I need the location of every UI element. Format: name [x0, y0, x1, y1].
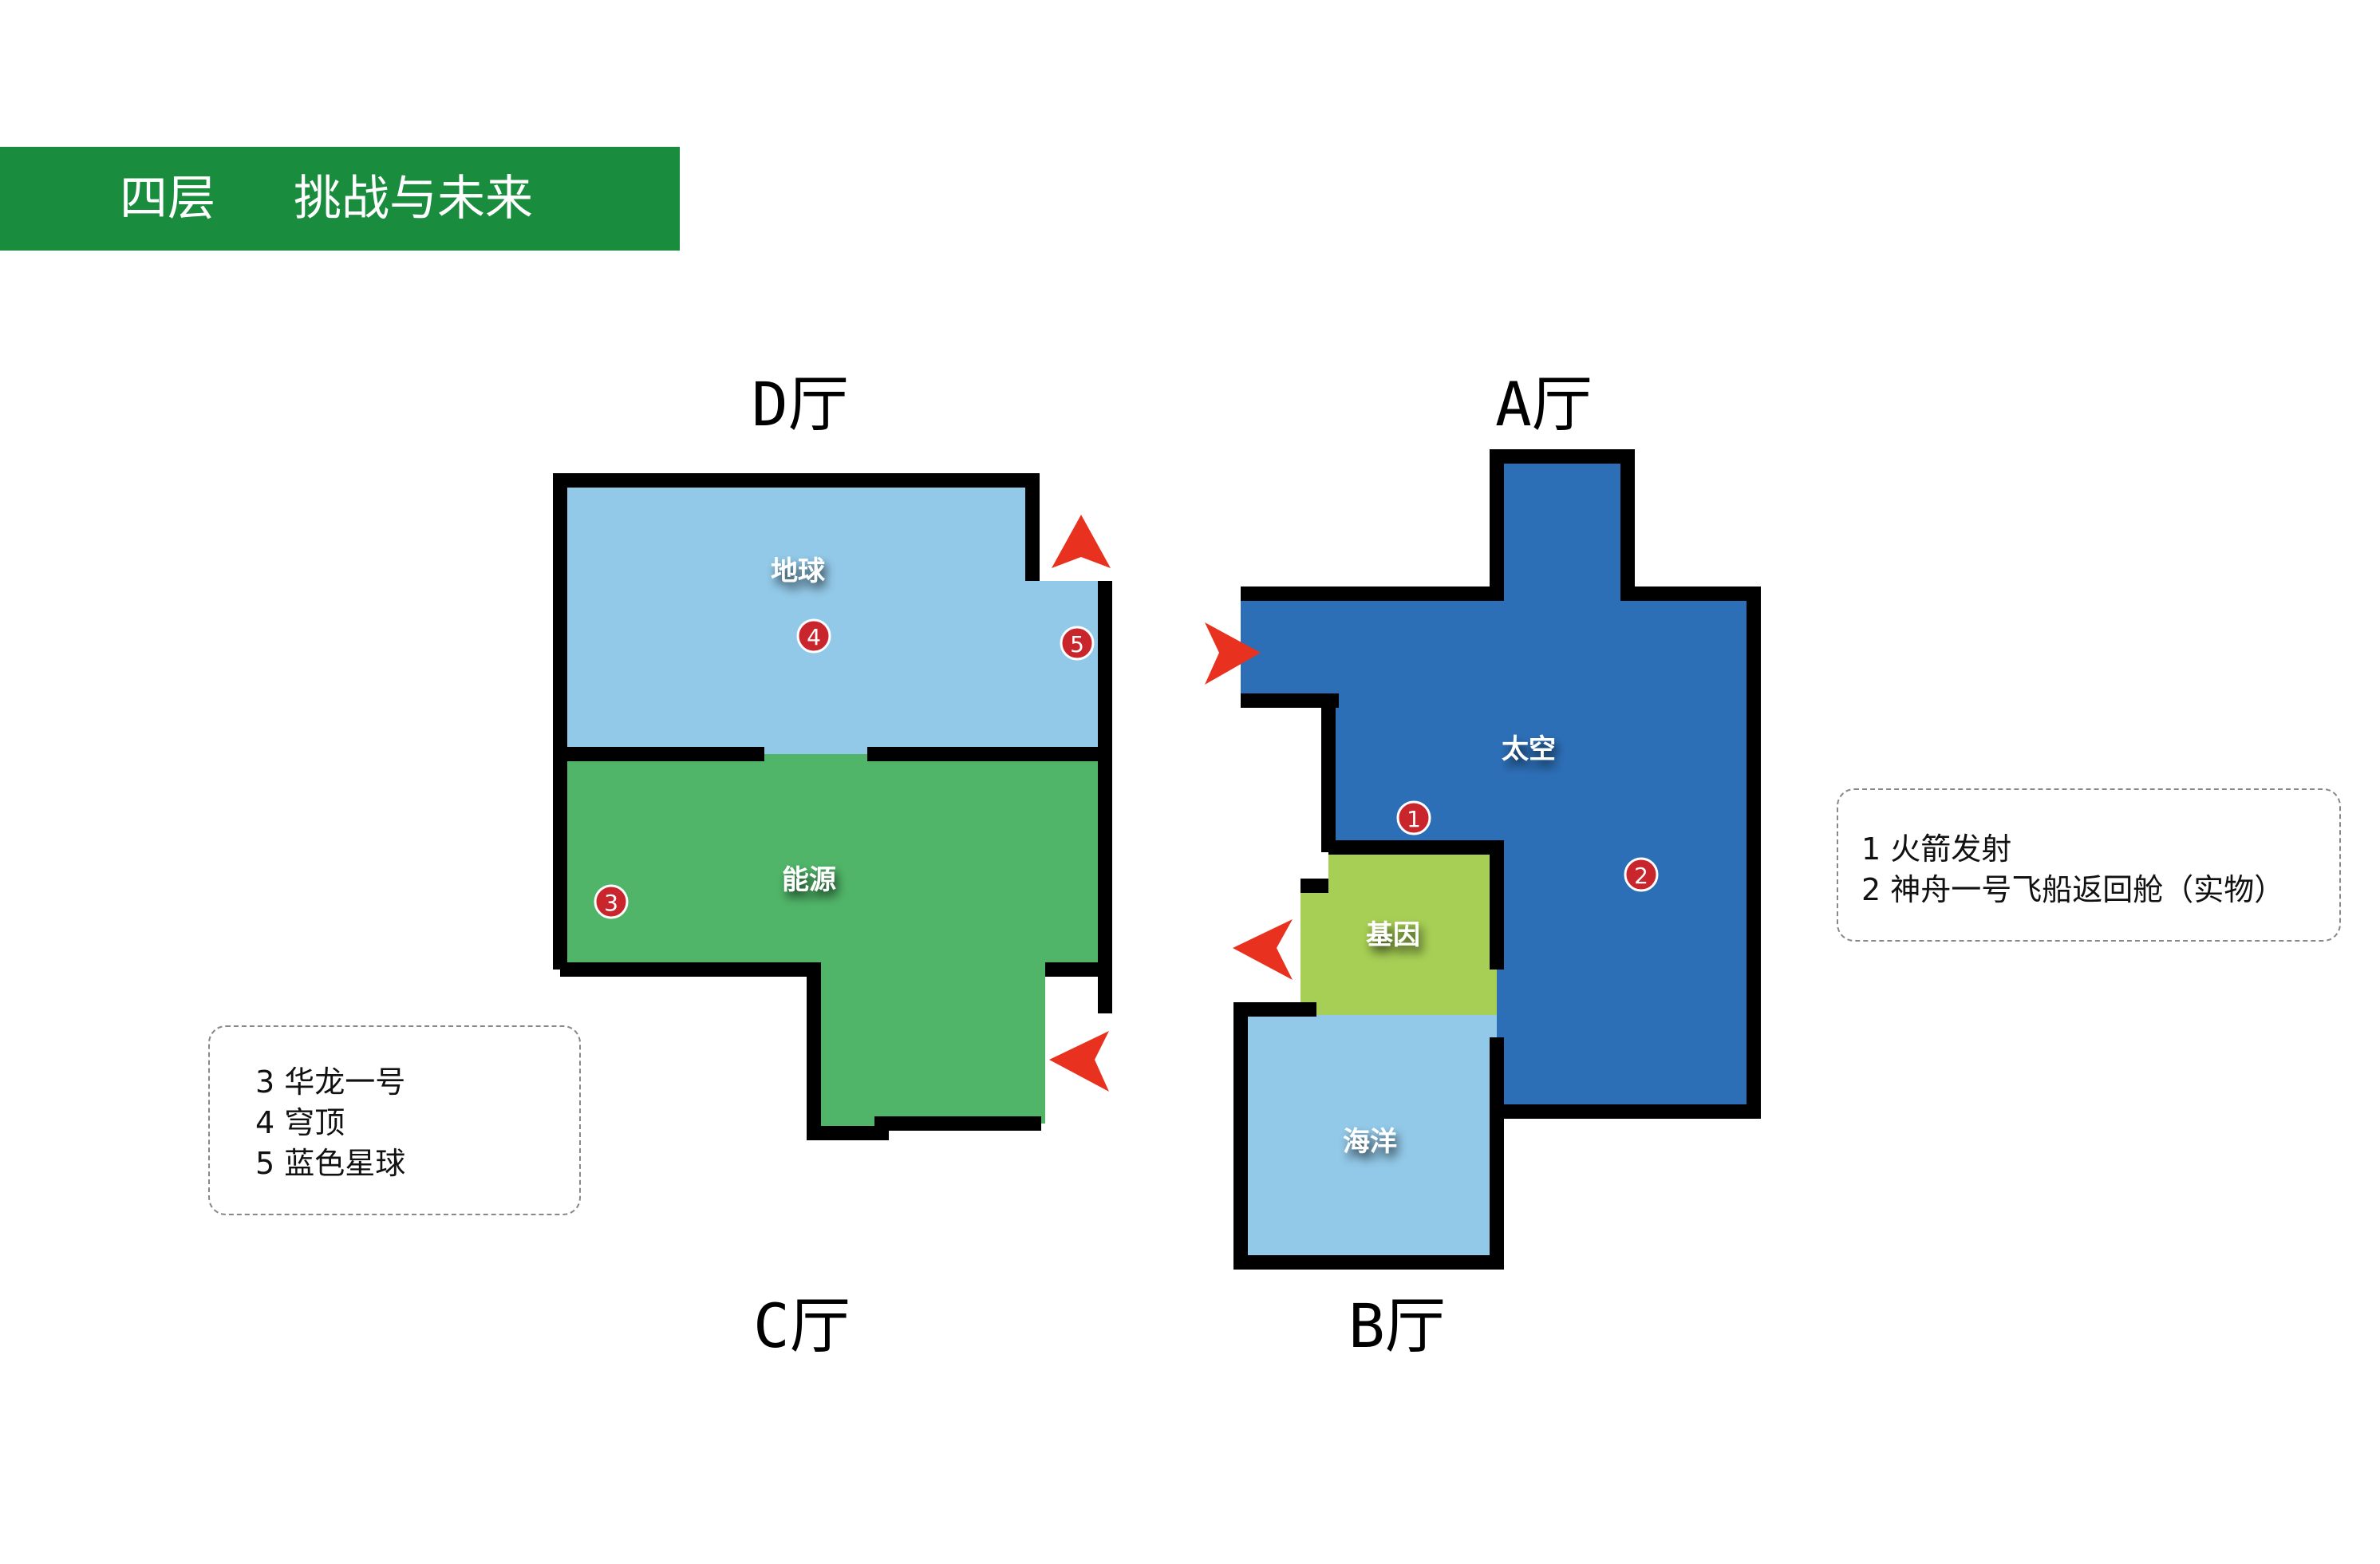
legend-item: 1 火箭发射 — [1861, 831, 2012, 867]
zone-ocean — [1241, 1015, 1497, 1262]
marker-5: 5 — [1060, 626, 1095, 661]
header-bar — [0, 147, 680, 251]
svg-text:4: 4 — [807, 624, 821, 650]
svg-text:1: 1 — [1407, 806, 1421, 832]
marker-1: 1 — [1396, 800, 1431, 835]
zone-label-gene: 基因 — [1366, 919, 1420, 951]
hall-label-a: A厅 — [1495, 369, 1593, 440]
svg-text:5: 5 — [1070, 631, 1084, 658]
walls-right-building — [1233, 449, 1761, 1270]
zone-labels: 地球 能源 太空 基因 海洋 — [771, 555, 1556, 1158]
arrow-icon-up — [1052, 515, 1111, 568]
arrow-icon — [1049, 515, 1293, 1092]
exhibit-markers: 4 5 3 1 2 — [594, 618, 1659, 919]
arrow-icon-left-gene — [1233, 919, 1293, 980]
legend-item: 5 蓝色星球 — [255, 1146, 406, 1181]
zone-label-space: 太空 — [1502, 733, 1556, 765]
marker-4: 4 — [796, 618, 831, 654]
marker-3: 3 — [594, 884, 629, 919]
arrow-icon-right — [1205, 622, 1261, 685]
svg-text:2: 2 — [1634, 863, 1648, 889]
arrow-icon-left-c — [1049, 1031, 1109, 1092]
legend-box-left — [208, 1025, 581, 1215]
zone-gene — [1301, 847, 1497, 1015]
theme-title: 挑战与未来 — [294, 171, 533, 227]
zone-label-earth: 地球 — [771, 555, 826, 587]
legend-item: 3 华龙一号 — [255, 1064, 406, 1100]
hall-label-c: C厅 — [753, 1290, 851, 1361]
zone-space — [1241, 456, 1754, 1112]
legend-item: 4 穹顶 — [255, 1105, 345, 1140]
zone-label-ocean: 海洋 — [1343, 1126, 1397, 1158]
floor-title: 四层 — [120, 171, 215, 227]
legend-box-right — [1837, 788, 2341, 942]
zone-label-energy: 能源 — [782, 864, 836, 896]
zone-energy — [560, 754, 1105, 1133]
marker-2: 2 — [1624, 857, 1659, 892]
walls-left-building — [553, 473, 1112, 1140]
hall-label-b: B厅 — [1348, 1290, 1446, 1361]
svg-text:3: 3 — [604, 890, 618, 916]
legend-item: 2 神舟一号飞船返回舱（实物） — [1861, 872, 2285, 907]
wall-stub-left — [1101, 970, 1111, 1013]
hall-label-d: D厅 — [752, 369, 849, 440]
zone-earth — [560, 480, 1105, 754]
